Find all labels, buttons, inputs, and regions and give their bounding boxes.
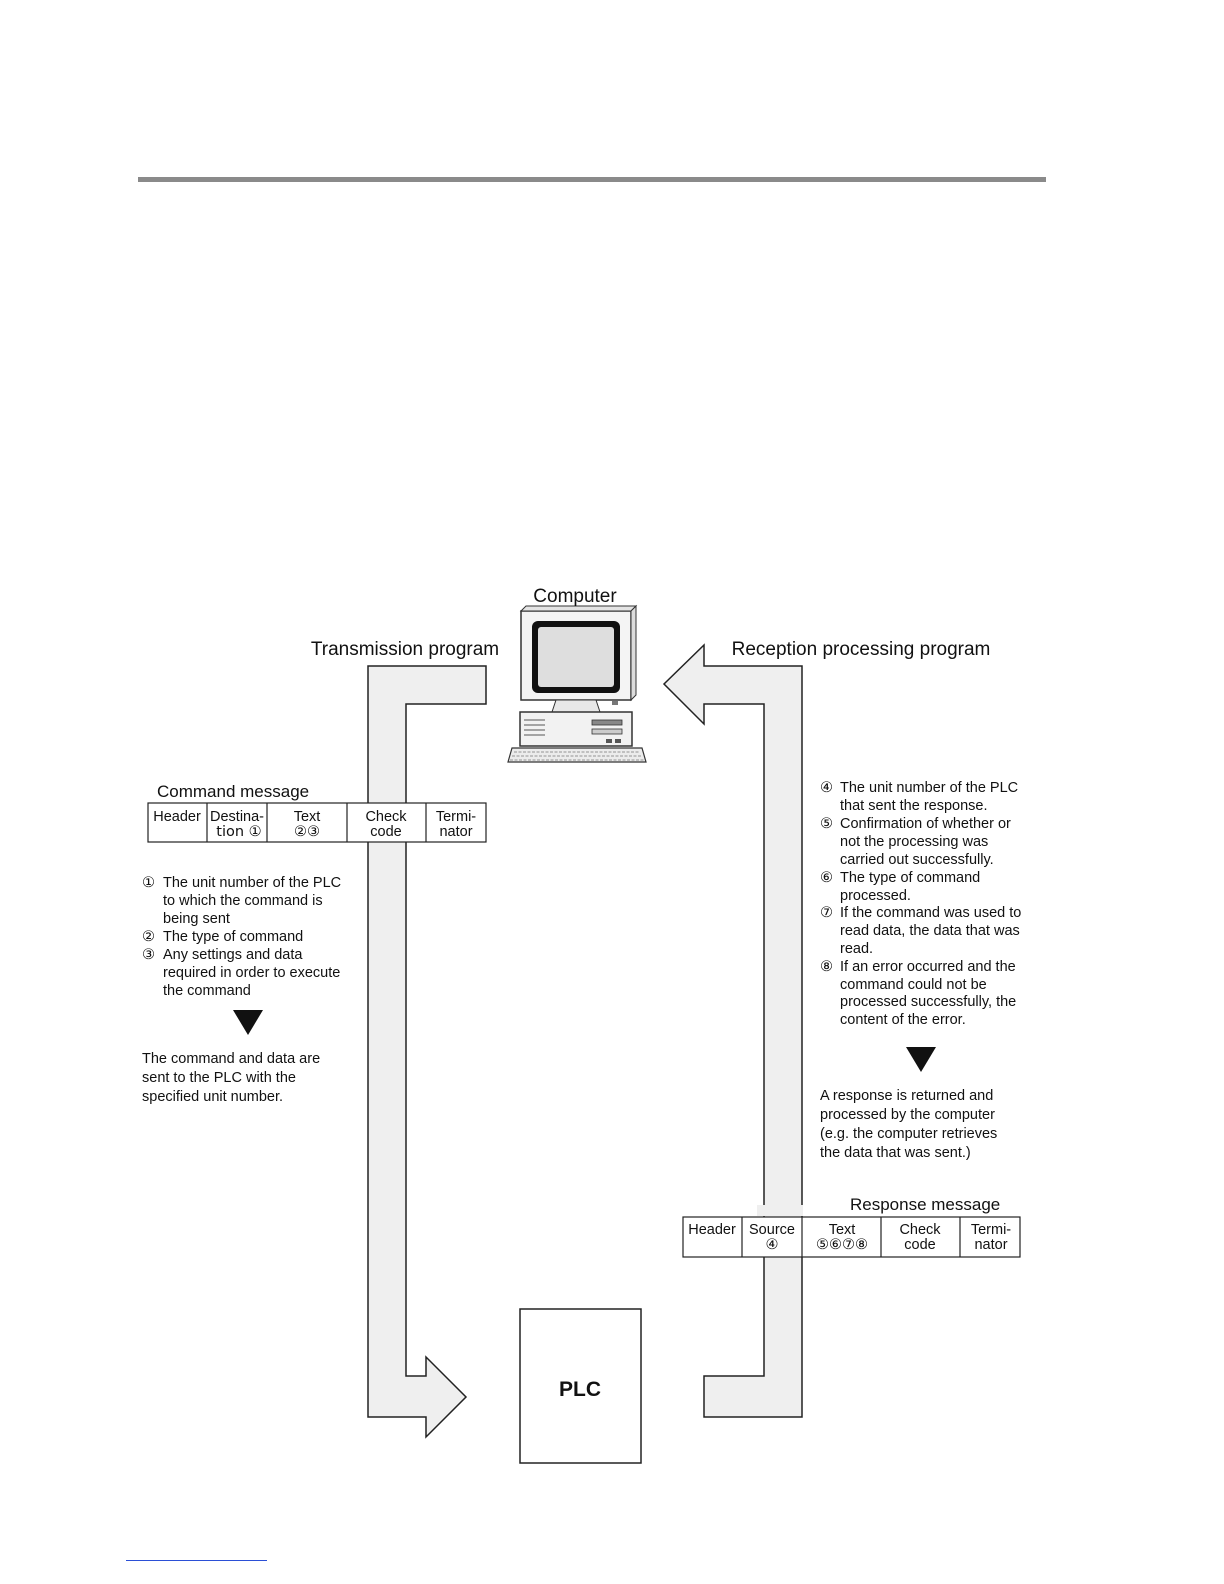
response-note-5-line-2: not the processing was bbox=[840, 834, 988, 850]
command-result-line-3: specified unit number. bbox=[142, 1089, 283, 1105]
command-cell-text-l1: Text bbox=[294, 809, 321, 825]
response-cell-text-l1: Text bbox=[829, 1222, 856, 1238]
plc-label: PLC bbox=[559, 1378, 601, 1401]
command-note-1-line-3: being sent bbox=[163, 911, 230, 927]
command-cell-destination-l1: Destina- bbox=[210, 809, 264, 825]
response-message-title: Response message bbox=[850, 1195, 1000, 1214]
response-cell-source-l2: ④ bbox=[766, 1237, 779, 1253]
command-note-marker-1: ① bbox=[142, 875, 155, 891]
response-note-4-line-1: The unit number of the PLC bbox=[840, 780, 1018, 796]
response-note-8-line-2: command could not be bbox=[840, 977, 987, 993]
command-result-line-2: sent to the PLC with the bbox=[142, 1070, 296, 1086]
computer-icon bbox=[507, 604, 647, 763]
command-note-marker-3: ③ bbox=[142, 947, 155, 963]
plc-box bbox=[519, 1308, 642, 1464]
header-rule bbox=[138, 177, 1046, 182]
command-note-3-line-2: required in order to execute bbox=[163, 965, 340, 981]
response-result-line-2: processed by the computer bbox=[820, 1107, 995, 1123]
command-note-3-line-3: the command bbox=[163, 983, 251, 999]
response-note-5-line-3: carried out successfully. bbox=[840, 852, 994, 868]
transmission-arrow bbox=[367, 665, 487, 1439]
response-note-8-line-1: If an error occurred and the bbox=[840, 959, 1016, 975]
response-note-8-line-4: content of the error. bbox=[840, 1012, 966, 1028]
response-cell-check-l2: code bbox=[904, 1237, 935, 1253]
command-note-1-line-1: The unit number of the PLC bbox=[163, 875, 341, 891]
response-down-triangle bbox=[906, 1047, 936, 1072]
response-cell-terminator-l2: nator bbox=[974, 1237, 1007, 1253]
command-notes: ① The unit number of the PLC to which th… bbox=[142, 875, 341, 999]
response-cell-check-l1: Check bbox=[899, 1222, 941, 1238]
response-result: A response is returned and processed by … bbox=[820, 1088, 997, 1161]
response-cell-source-l1: Source bbox=[749, 1222, 795, 1238]
command-message-table: Header Destina- tion ① Text ②③ Check cod… bbox=[147, 802, 487, 853]
response-note-6-line-2: processed. bbox=[840, 888, 911, 904]
response-message-table: Header Source ④ Text ⑤⑥⑦⑧ Check code Ter… bbox=[682, 1205, 1021, 1268]
command-note-3-line-1: Any settings and data bbox=[163, 947, 303, 963]
command-cell-check-l2: code bbox=[370, 824, 401, 840]
command-cell-terminator-l1: Termi- bbox=[436, 809, 476, 825]
command-cell-header: Header bbox=[153, 809, 201, 825]
reception-arrow bbox=[662, 643, 803, 1418]
response-note-marker-4: ④ bbox=[820, 780, 833, 796]
response-note-7-line-2: read data, the data that was bbox=[840, 923, 1020, 939]
response-cell-terminator-l1: Termi- bbox=[971, 1222, 1011, 1238]
computer-label: Computer bbox=[533, 586, 617, 607]
response-note-marker-7: ⑦ bbox=[820, 905, 833, 921]
command-down-triangle bbox=[233, 1010, 263, 1035]
response-note-marker-6: ⑥ bbox=[820, 870, 833, 886]
command-note-1-line-2: to which the command is bbox=[163, 893, 323, 909]
command-cell-text-l2: ②③ bbox=[294, 824, 320, 840]
transmission-program-label: Transmission program bbox=[311, 639, 499, 660]
command-cell-destination-l2: tion ① bbox=[216, 824, 261, 840]
response-cell-header: Header bbox=[688, 1222, 736, 1238]
response-result-line-4: the data that was sent.) bbox=[820, 1145, 971, 1161]
response-result-line-1: A response is returned and bbox=[820, 1088, 993, 1104]
command-cell-check-l1: Check bbox=[365, 809, 407, 825]
command-cell-terminator-l2: nator bbox=[439, 824, 472, 840]
response-cell-text-l2: ⑤⑥⑦⑧ bbox=[816, 1237, 868, 1253]
response-note-marker-5: ⑤ bbox=[820, 816, 833, 832]
response-note-7-line-3: read. bbox=[840, 941, 873, 957]
reception-program-label: Reception processing program bbox=[732, 639, 991, 660]
command-result-line-1: The command and data are bbox=[142, 1051, 320, 1067]
response-note-4-line-2: that sent the response. bbox=[840, 798, 988, 814]
command-note-marker-2: ② bbox=[142, 929, 155, 945]
command-note-2-line-1: The type of command bbox=[163, 929, 303, 945]
response-notes: ④ The unit number of the PLC that sent t… bbox=[820, 780, 1021, 1028]
command-message-title: Command message bbox=[157, 782, 309, 801]
response-result-line-3: (e.g. the computer retrieves bbox=[820, 1126, 997, 1142]
command-result: The command and data are sent to the PLC… bbox=[142, 1051, 320, 1105]
footer-link-underline[interactable] bbox=[126, 1560, 267, 1561]
response-note-marker-8: ⑧ bbox=[820, 959, 833, 975]
response-note-6-line-1: The type of command bbox=[840, 870, 980, 886]
response-note-5-line-1: Confirmation of whether or bbox=[840, 816, 1011, 832]
response-note-8-line-3: processed successfully, the bbox=[840, 994, 1016, 1010]
response-note-7-line-1: If the command was used to bbox=[840, 905, 1021, 921]
